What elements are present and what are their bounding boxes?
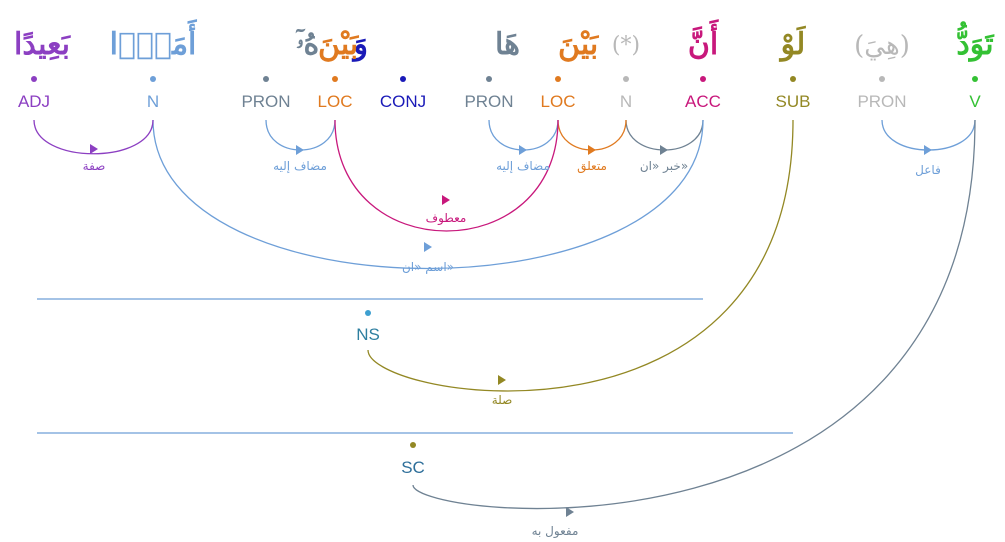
arc-khabar [625,119,704,151]
arrowhead-sila [498,375,506,385]
word-arabic: تَوَدُّ [956,21,995,62]
arc-mutaalliq [557,119,627,151]
arrowhead-ism-an [424,242,432,252]
word-dot [31,76,37,82]
arc-mafool-bih [412,119,976,510]
word-arabic: وَ [352,27,369,62]
word-arabic: بَعِيدًا [14,27,71,62]
relation-label: معطوف [426,211,467,226]
word-tag: PRON [857,92,906,111]
arc-maatuf [334,119,559,232]
word-dot [879,76,885,82]
word-tag: N [147,92,159,111]
word-tag: SUB [776,92,811,111]
arrowhead-mafool-bih [566,507,574,517]
word-tag: PRON [241,92,290,111]
relation-label: صفة [83,159,106,173]
word-arabic: هَا [495,27,520,62]
arrowhead-mudaf-ilayh-2 [296,145,304,155]
word-dot [555,76,561,82]
word-arabic: بَيْنَ [318,27,360,62]
word-arabic: (هِيَ) [854,31,910,61]
node-dot [410,442,416,448]
relation-label: مضاف إليه [496,159,550,173]
word-dot [486,76,492,82]
word-dot [263,76,269,82]
node-dot [365,310,371,316]
node-tag: NS [356,325,380,344]
word-tag: LOC [318,92,353,111]
relation-label: مفعول به [532,524,579,539]
relation-label: اسم «ان» [402,260,454,274]
arrowhead-maatuf [442,195,450,205]
arrowhead-mutaalliq [588,145,596,155]
word-tag: V [969,92,981,111]
node-tag: SC [401,458,425,477]
word-dot [150,76,156,82]
word-tag: ADJ [18,92,50,111]
arc-sifa [33,119,154,155]
word-arabic: بَيْنَ [558,27,600,62]
word-tag: PRON [464,92,513,111]
word-tag: LOC [541,92,576,111]
word-tag: CONJ [380,92,426,111]
word-arabic: لَوْ [779,25,807,62]
relation-label: خبر «ان» [640,159,688,174]
word-arabic: هُۥٓ [295,27,319,62]
arc-mudaf-ilayh-1 [488,119,559,151]
arrowhead-sifa [90,144,98,154]
word-dot [332,76,338,82]
arrowhead-mudaf-ilayh-1 [519,145,527,155]
word-tag: ACC [685,92,721,111]
relation-label: صلة [492,393,513,407]
relation-label: فاعل [915,163,941,177]
word-tag: N [620,92,632,111]
arrowhead-khabar [660,145,668,155]
arc-ism-an [152,119,704,269]
word-arabic: أَمَدًۢا [110,19,198,62]
relation-label: مضاف إليه [273,159,327,173]
arrowhead-fail [924,145,932,155]
arc-fail [881,119,976,151]
arc-sila [367,119,794,392]
arc-mudaf-ilayh-2 [265,119,336,151]
word-dot [700,76,706,82]
word-arabic: (*) [612,33,640,58]
word-dot [400,76,406,82]
word-dot [623,76,629,82]
word-dot [972,76,978,82]
relation-label: متعلق [577,159,607,174]
word-arabic: أَنَّ [688,19,720,62]
word-dot [790,76,796,82]
